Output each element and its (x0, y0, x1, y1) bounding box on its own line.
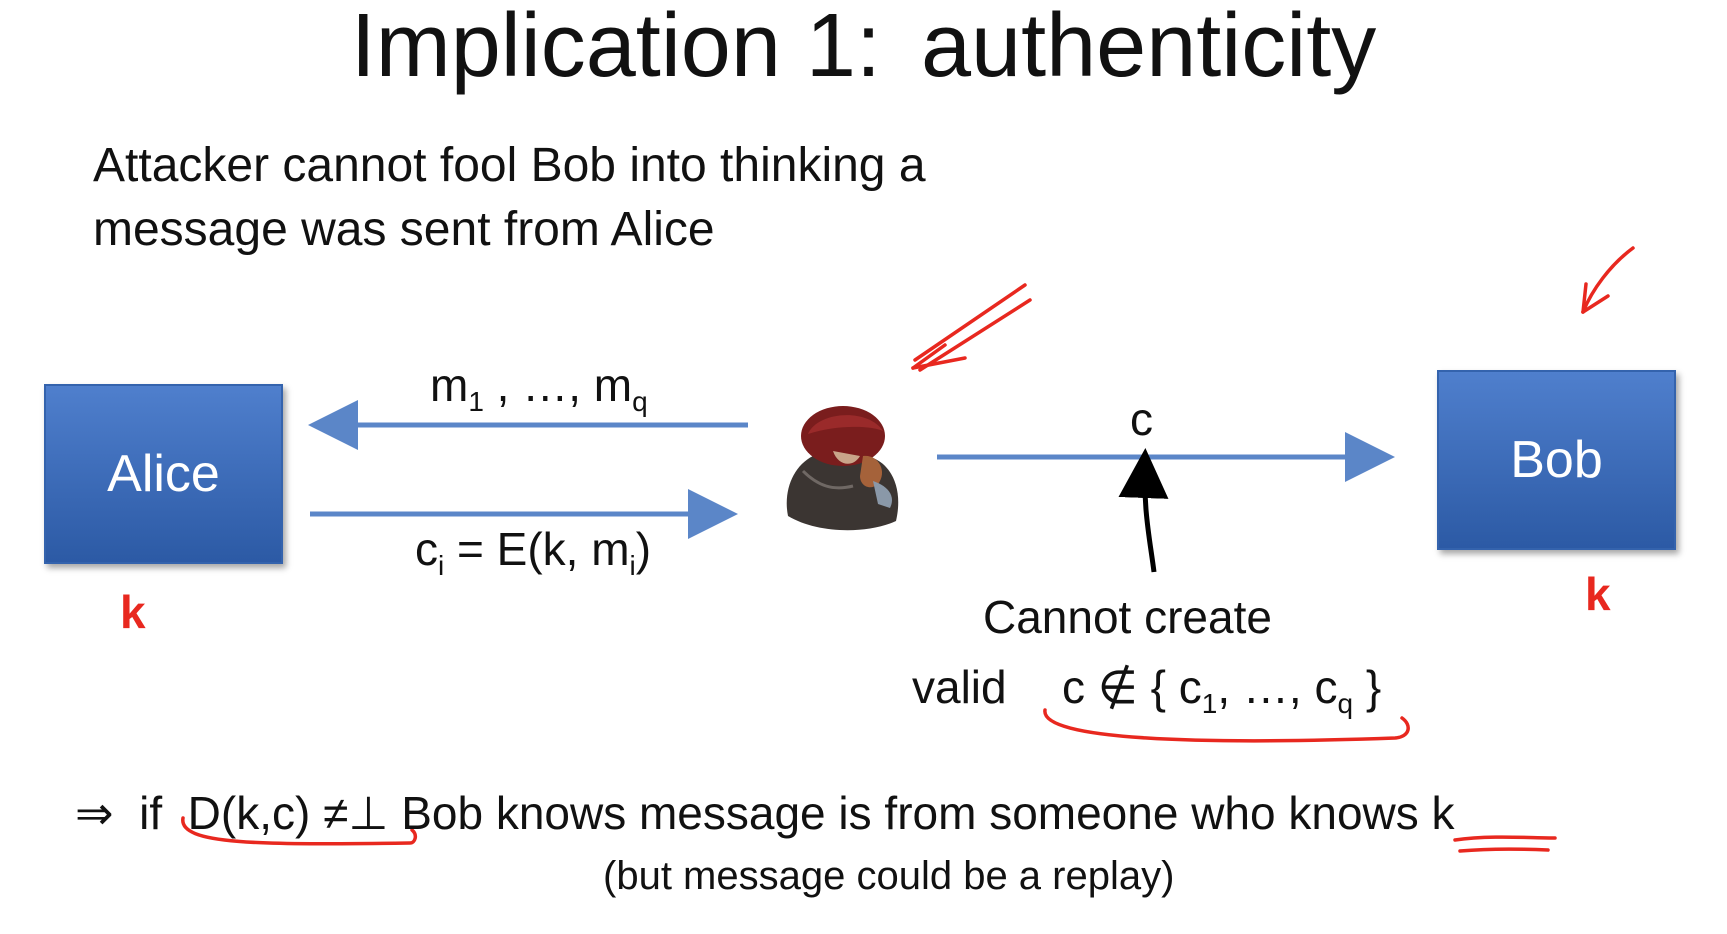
msg-m: m (430, 359, 469, 411)
alice-box: Alice (44, 384, 283, 564)
cipher-c: c (415, 523, 438, 575)
msg-sub-1: 1 (468, 386, 484, 418)
intro-line-2: message was sent from Alice (93, 203, 715, 256)
cipher-end: ) (635, 523, 652, 575)
messages-label: m1 , …, mq (430, 358, 648, 418)
pointer-arrow (1118, 448, 1169, 573)
set-sub-q: q (1337, 688, 1354, 720)
title-part2: authenticity (920, 0, 1377, 96)
set-b: , …, c (1217, 661, 1338, 713)
implies-rest: Bob knows message is from someone who kn… (401, 787, 1455, 839)
ciphertext-label: ci = E(k, mi) (415, 522, 651, 582)
msg-mid: , …, m (483, 359, 633, 411)
set-sub-1: 1 (1201, 688, 1218, 720)
slide-title: Implication 1:authenticity (0, 0, 1727, 92)
cipher-sub-i: i (438, 550, 445, 582)
title-part1: Implication 1: (350, 0, 881, 96)
bob-label: Bob (1510, 431, 1603, 489)
valid-word: valid (912, 661, 1007, 713)
msg-sub-q: q (632, 386, 648, 418)
implies-if: if (139, 787, 163, 839)
set-c: } (1353, 661, 1382, 713)
cipher-mid: = E(k, m (444, 523, 630, 575)
alice-label: Alice (107, 445, 220, 503)
underline-set (1043, 708, 1410, 743)
set-a: c ∉ { c (1062, 661, 1202, 713)
implication-line: ⇒ if D(k,c) ≠⊥ Bob knows message is from… (75, 786, 1455, 840)
replay-note: (but message could be a replay) (603, 854, 1175, 898)
bob-key: k (1585, 568, 1611, 620)
intro-line-1: Attacker cannot fool Bob into thinking a (93, 139, 926, 192)
forged-c-label: c (1130, 393, 1153, 445)
underline-condition (181, 816, 418, 846)
set-expression: c ∉ { c1, …, cq } (1062, 660, 1381, 720)
cannot-create-text: Cannot create (983, 591, 1272, 643)
red-annotation-arrow-attacker (911, 283, 1032, 372)
underline-k (1453, 835, 1557, 853)
hooded-attacker-icon (778, 396, 913, 536)
bob-box: Bob (1437, 370, 1676, 550)
alice-key: k (120, 586, 146, 638)
cipher-sub-i2: i (629, 550, 636, 582)
implies-condition: D(k,c) ≠⊥ (187, 787, 389, 839)
implies-symbol: ⇒ (75, 787, 114, 839)
red-annotation-arrow-bob (1581, 246, 1635, 314)
